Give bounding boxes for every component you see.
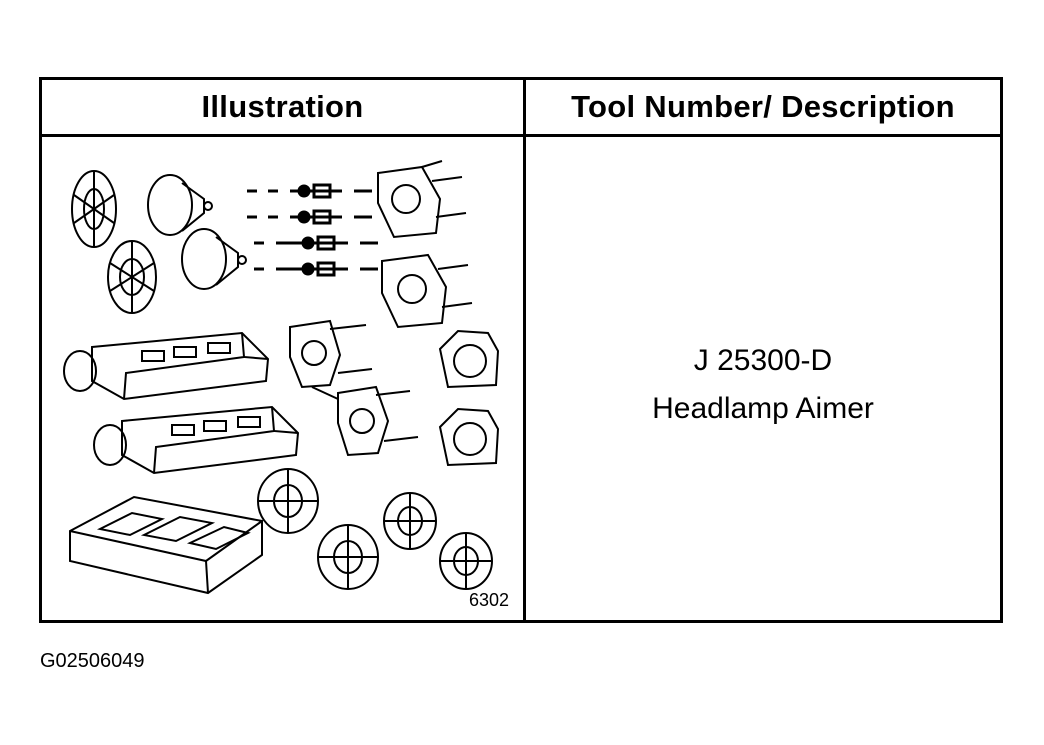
mounting-bracket-icon	[337, 385, 419, 457]
adapter-ring-icon	[383, 492, 437, 550]
mounting-bracket-icon	[289, 319, 373, 400]
adapter-ring-icon	[107, 240, 157, 314]
illustration-cell: 6302	[42, 137, 523, 620]
column-divider	[523, 80, 526, 620]
headlamp-aimer-kit-illustration	[63, 160, 500, 595]
tool-table: Illustration Tool Number/ Description	[39, 77, 1003, 623]
header-divider	[42, 134, 1000, 137]
tool-description: Headlamp Aimer	[652, 392, 874, 425]
adapter-ring-icon	[317, 524, 379, 590]
mounting-bracket-icon	[438, 329, 500, 389]
adapter-ring-icon	[439, 532, 493, 590]
adapter-ring-icon	[257, 468, 319, 534]
illustration-header: Illustration	[201, 89, 364, 124]
adapter-ring-icon	[71, 170, 117, 248]
screw-set-icon	[247, 183, 378, 277]
aimer-unit-icon	[93, 405, 300, 475]
mounting-bracket-icon	[381, 253, 473, 329]
aimer-unit-icon	[63, 331, 270, 401]
document-id: G02506049	[40, 650, 145, 672]
description-header: Tool Number/ Description	[571, 89, 955, 124]
tool-number: J 25300-D	[693, 344, 833, 377]
storage-case-icon	[69, 495, 263, 595]
aimer-cup-icon	[147, 174, 213, 236]
mounting-bracket-icon	[438, 407, 500, 467]
figure-number: 6302	[468, 590, 509, 610]
description-cell: J 25300-D Headlamp Aimer	[526, 137, 1000, 620]
aimer-cup-icon	[181, 228, 247, 290]
mounting-bracket-icon	[377, 160, 467, 239]
